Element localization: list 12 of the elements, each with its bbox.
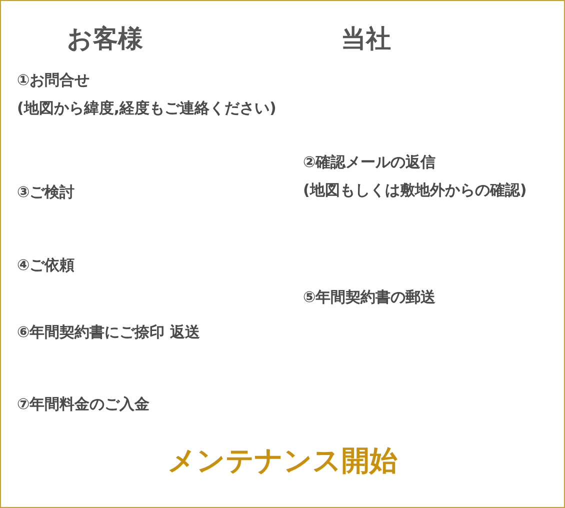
step-label: ④ご依頼 — [17, 255, 75, 276]
step-label: ②確認メールの返信 — [303, 152, 436, 173]
step-note: (地図から緯度,経度もご連絡ください) — [17, 98, 278, 119]
step-label: ⑥年間契約書にご捺印 返送 — [17, 322, 200, 343]
step-note: (地図もしくは敷地外からの確認) — [303, 180, 528, 201]
step-label: ⑤年間契約書の郵送 — [303, 287, 436, 308]
column-heading: お客様 — [67, 23, 143, 55]
step-label: ⑦年間料金のご入金 — [17, 394, 150, 415]
step-label: ①お問合せ — [17, 70, 90, 91]
closing-heading: メンテナンス開始 — [166, 443, 398, 479]
step-label: ③ご検討 — [17, 182, 75, 203]
column-heading: 当社 — [341, 23, 391, 55]
